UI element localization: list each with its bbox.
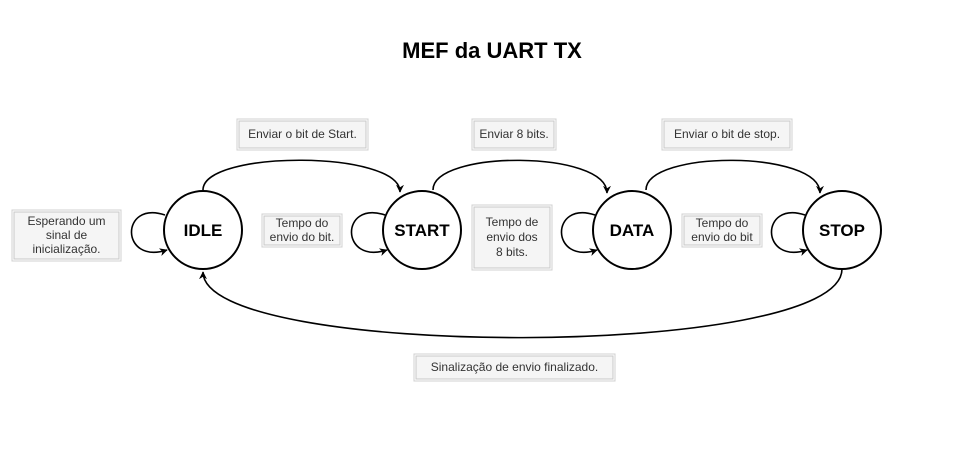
note-start-self-line-1: Tempo do [276,216,329,230]
note-data-to-stop: Enviar o bit de stop. [661,118,793,151]
note-data-self: Tempo de envio dos 8 bits. [471,204,553,271]
edge-idle-to-start [202,159,404,193]
state-idle: IDLE [163,190,243,270]
note-idle-to-start: Enviar o bit de Start. [236,118,369,151]
state-start-label: START [394,221,450,240]
note-start-to-data: Enviar 8 bits. [471,118,557,151]
note-data-to-stop-text: Enviar o bit de stop. [674,127,780,141]
note-idle-self-line-1: Esperando um [27,214,105,228]
state-data: DATA [592,190,672,270]
edge-data-to-stop [645,159,824,194]
edge-start-to-data [432,159,611,194]
note-start-self-line-2: envio do bit. [270,230,335,244]
self-loop-idle [130,212,168,256]
state-stop: STOP [802,190,882,270]
note-start-to-data-text: Enviar 8 bits. [479,127,548,141]
note-data-self-line-2: envio dos [486,230,537,244]
note-stop-to-idle: Sinalização de envio finalizado. [413,353,616,382]
diagram-title: MEF da UART TX [402,38,582,63]
state-stop-label: STOP [819,221,865,240]
note-idle-self: Esperando um sinal de inicialização. [11,209,122,262]
note-data-self-line-3: 8 bits. [496,245,528,259]
note-stop-self: Tempo do envio do bit [681,213,763,248]
note-stop-self-line-2: envio do bit [691,230,753,244]
note-idle-self-line-2: sinal de [46,228,88,242]
note-data-self-line-1: Tempo de [486,215,539,229]
note-stop-to-idle-text: Sinalização de envio finalizado. [431,360,598,374]
note-start-self: Tempo do envio do bit. [261,213,343,248]
self-loop-stop [770,212,808,256]
self-loop-start [350,212,388,256]
note-idle-to-start-text: Enviar o bit de Start. [248,127,357,141]
state-start: START [382,190,462,270]
state-idle-label: IDLE [184,221,223,240]
self-loop-data [560,212,598,256]
note-stop-self-line-1: Tempo do [696,216,749,230]
edge-stop-to-idle [199,268,843,339]
state-data-label: DATA [610,221,655,240]
note-idle-self-line-3: inicialização. [32,242,100,256]
